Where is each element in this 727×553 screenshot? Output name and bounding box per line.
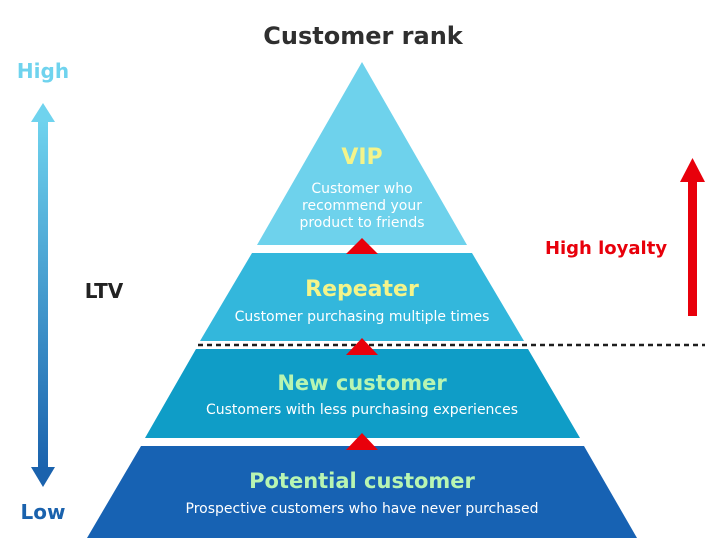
high-loyalty-label: High loyalty [545,238,667,259]
tier-potential-customer-description: Prospective customers who have never pur… [186,501,539,517]
tier-vip-description-line-3: product to friends [299,215,424,231]
tier-new-customer-name: New customer [277,371,447,395]
connector-arrow-repeater [346,338,378,355]
tier-new-customer-description: Customers with less purchasing experienc… [206,402,518,418]
tier-vip-name: VIP [341,145,382,170]
tier-repeater-shape [200,253,524,341]
ltv-axis-label: LTV [85,279,124,303]
ltv-low-label: Low [21,500,66,524]
connector-arrow-new-customer [346,433,378,450]
diagram-title: Customer rank [263,22,464,50]
ltv-high-label: High [17,59,69,83]
tier-new-customer-shape [145,349,580,438]
tier-vip-shape [257,62,467,245]
tier-repeater-name: Repeater [305,277,419,302]
tier-potential-customer-shape [87,446,637,538]
connector-arrow-vip [346,238,378,254]
tier-repeater-description: Customer purchasing multiple times [235,309,490,325]
tier-vip-description-line-1: Customer who [311,181,412,197]
ltv-axis-arrow [31,103,55,487]
tier-potential-customer-name: Potential customer [249,469,475,493]
tier-vip-description-line-2: recommend your [302,198,422,214]
loyalty-arrow-up [680,158,705,316]
